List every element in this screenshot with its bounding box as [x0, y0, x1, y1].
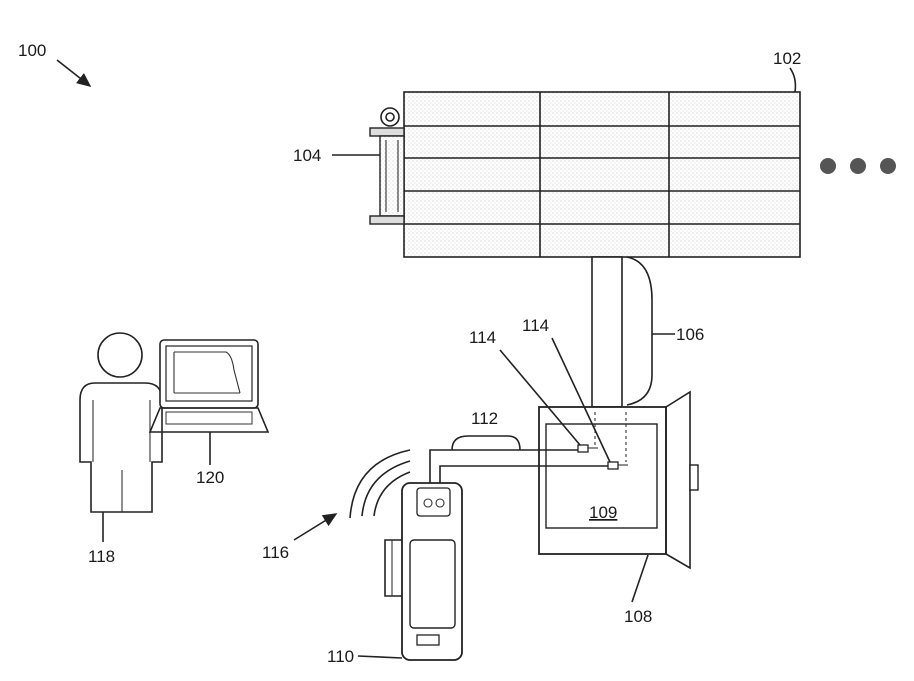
handheld-device-leader: [358, 656, 402, 658]
user-figure: [80, 333, 162, 512]
system-label-group: 100: [18, 41, 90, 86]
computer-label: 120: [196, 468, 224, 487]
system-arrow: [57, 60, 90, 86]
system-label: 100: [18, 41, 46, 60]
support-pole: [592, 257, 622, 407]
enclosure-interior-label: 109: [589, 503, 617, 522]
enclosure-label: 108: [624, 607, 652, 626]
wireless-label: 116: [262, 543, 289, 562]
wireless-arrow: [294, 514, 336, 540]
tracker-actuator: [370, 108, 404, 224]
tracker-label: 104: [293, 146, 321, 165]
conduit: [627, 257, 652, 405]
continuation-dots: [820, 158, 896, 174]
connector-b-label: 114: [522, 316, 549, 335]
wireless-signal-icon: [350, 450, 410, 518]
handheld-device-label: 110: [327, 647, 354, 666]
handheld-device: [385, 483, 462, 660]
user-label: 118: [88, 547, 115, 566]
panel-array-label: 102: [773, 49, 801, 68]
enclosure-leader: [632, 555, 648, 602]
solar-panel-array: [404, 92, 800, 257]
panel-array-leader: [790, 68, 795, 92]
connector-a-label: 114: [469, 328, 496, 347]
cable-label: 112: [471, 409, 498, 428]
conduit-label: 106: [676, 325, 704, 344]
electrical-enclosure: [539, 392, 698, 568]
laptop-computer-icon: [150, 340, 268, 432]
